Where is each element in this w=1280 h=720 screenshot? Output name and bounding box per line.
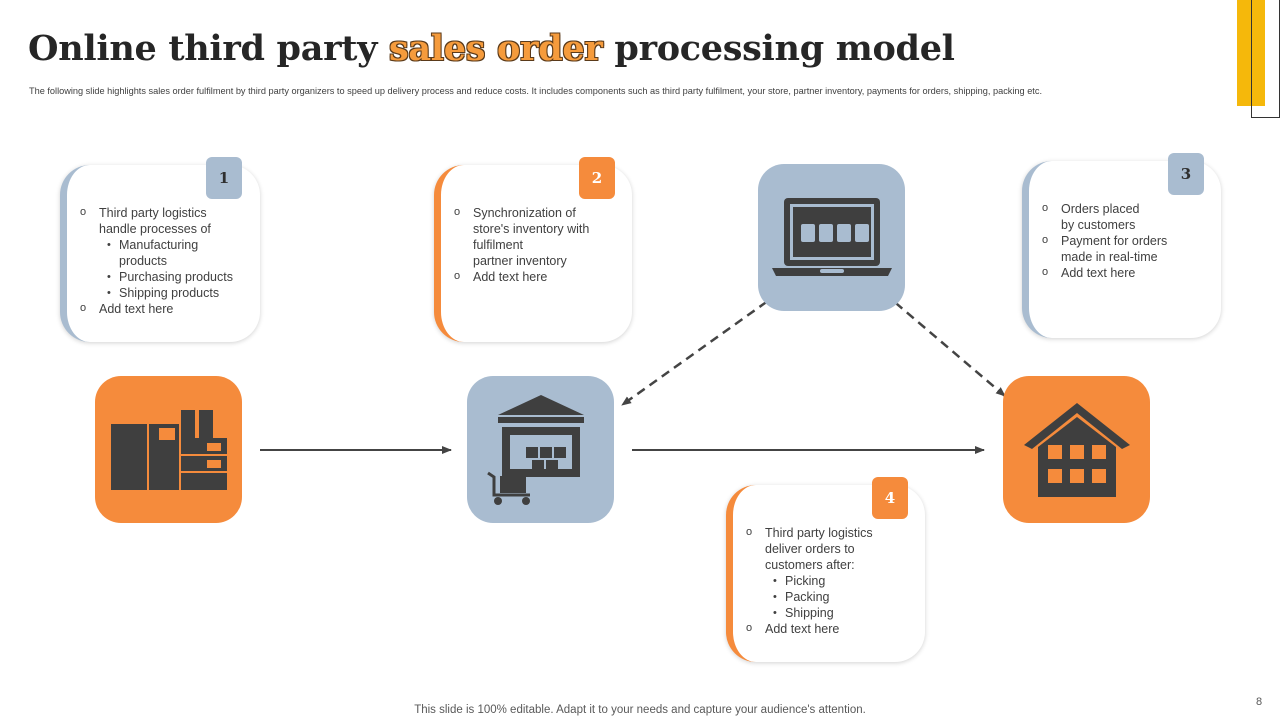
title-part2: processing model	[602, 28, 955, 69]
footer-note: This slide is 100% editable. Adapt it to…	[414, 704, 866, 716]
dashed-arrow-laptop-to-warehouse	[621, 291, 780, 407]
title-highlight: sales order	[389, 28, 603, 69]
laptop-store-icon	[771, 197, 892, 276]
manufacturer-tile	[95, 376, 242, 523]
dashed-arrow-laptop-to-store	[883, 292, 1006, 397]
page-number: 8	[1256, 696, 1263, 708]
step-badge-3: 3	[1168, 153, 1204, 195]
list-item: Shipping products	[80, 285, 258, 301]
list-item: Packing	[746, 589, 924, 605]
slide-title: Online third party sales order processin…	[28, 28, 955, 69]
warehouse-icon	[486, 394, 584, 505]
step-badge-1: 1	[206, 157, 242, 199]
store-building-icon	[1023, 402, 1130, 497]
factory-boxes-icon	[110, 409, 227, 490]
slide-subtitle: The following slide highlights sales ord…	[29, 86, 1043, 96]
list-item-add-text: Add text here	[746, 620, 924, 637]
list-item-add-text: Add text here	[80, 300, 258, 317]
list-item-add-text: Add text here	[1042, 264, 1220, 281]
warehouse-tile	[467, 376, 614, 523]
store-tile	[1003, 376, 1150, 523]
list-item: Shipping	[746, 605, 924, 621]
title-part1: Online third party	[28, 28, 390, 69]
list-item-add-text: Add text here	[454, 268, 632, 285]
list-item: Purchasing products	[80, 269, 258, 285]
step-badge-4: 4	[872, 477, 908, 519]
list-item: Picking	[746, 573, 924, 589]
step-badge-2: 2	[579, 157, 615, 199]
laptop-tile	[758, 164, 905, 311]
